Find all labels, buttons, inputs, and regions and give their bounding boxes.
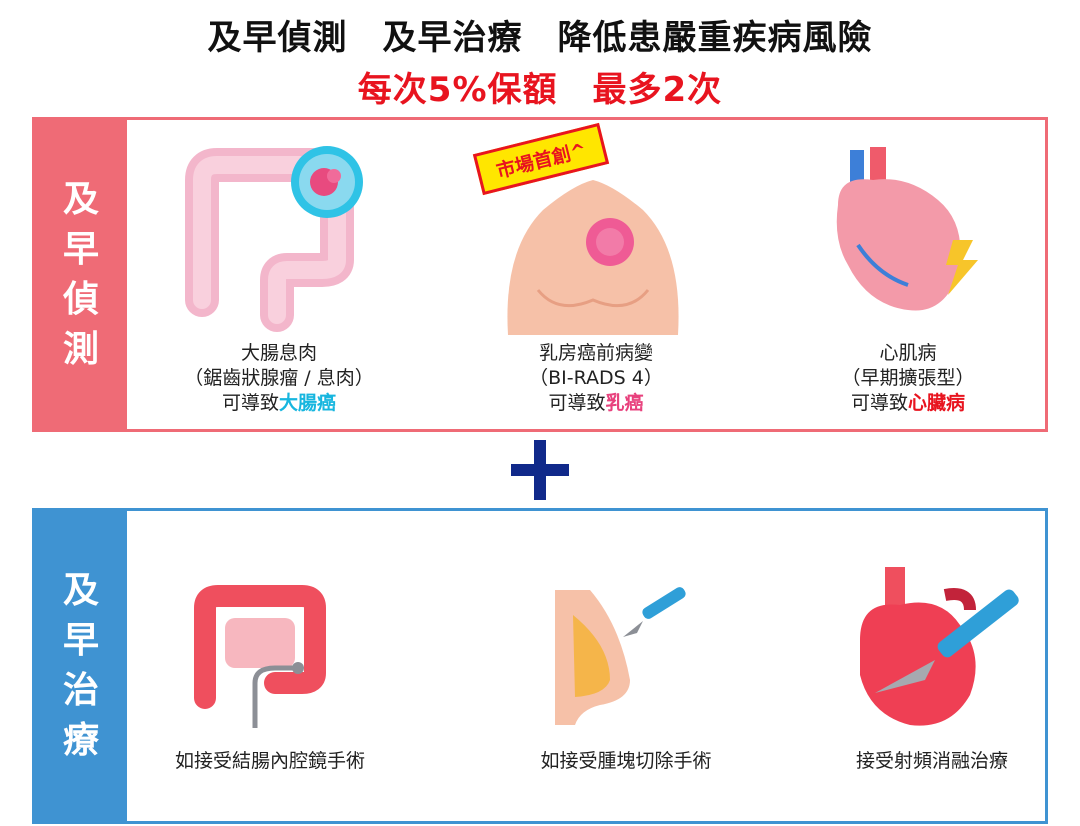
colon-polyp-icon	[185, 146, 363, 332]
detection-side-label: 及 早 偵 測	[35, 120, 127, 429]
breast-lesion-icon	[507, 180, 679, 335]
breast-surgery-icon	[555, 587, 686, 725]
heart-disease-icon	[836, 147, 978, 311]
colonoscopy-icon	[194, 585, 326, 728]
page-subtitle: 每次5%保額 最多2次	[357, 70, 723, 110]
page-title: 及早偵測 及早治療 降低患嚴重疾病風險	[207, 18, 873, 58]
treat-item-colon: 如接受結腸內腔鏡手術	[174, 750, 365, 772]
plus-icon	[511, 440, 569, 500]
detect-item-breast: 乳房癌前病變 （BI-RADS 4） 可導致乳癌	[529, 342, 663, 414]
treatment-side-label: 及 早 治 療	[35, 511, 127, 821]
heart-ablation-icon	[860, 567, 1019, 726]
treat-item-heart: 接受射頻消融治療	[855, 750, 1008, 772]
treat-item-breast: 如接受腫塊切除手術	[540, 750, 712, 772]
detect-item-colon: 大腸息肉 （鋸齒狀腺瘤 / 息肉） 可導致大腸癌	[184, 342, 374, 414]
detect-item-heart: 心肌病 （早期擴張型） 可導致心臟病	[841, 342, 975, 414]
